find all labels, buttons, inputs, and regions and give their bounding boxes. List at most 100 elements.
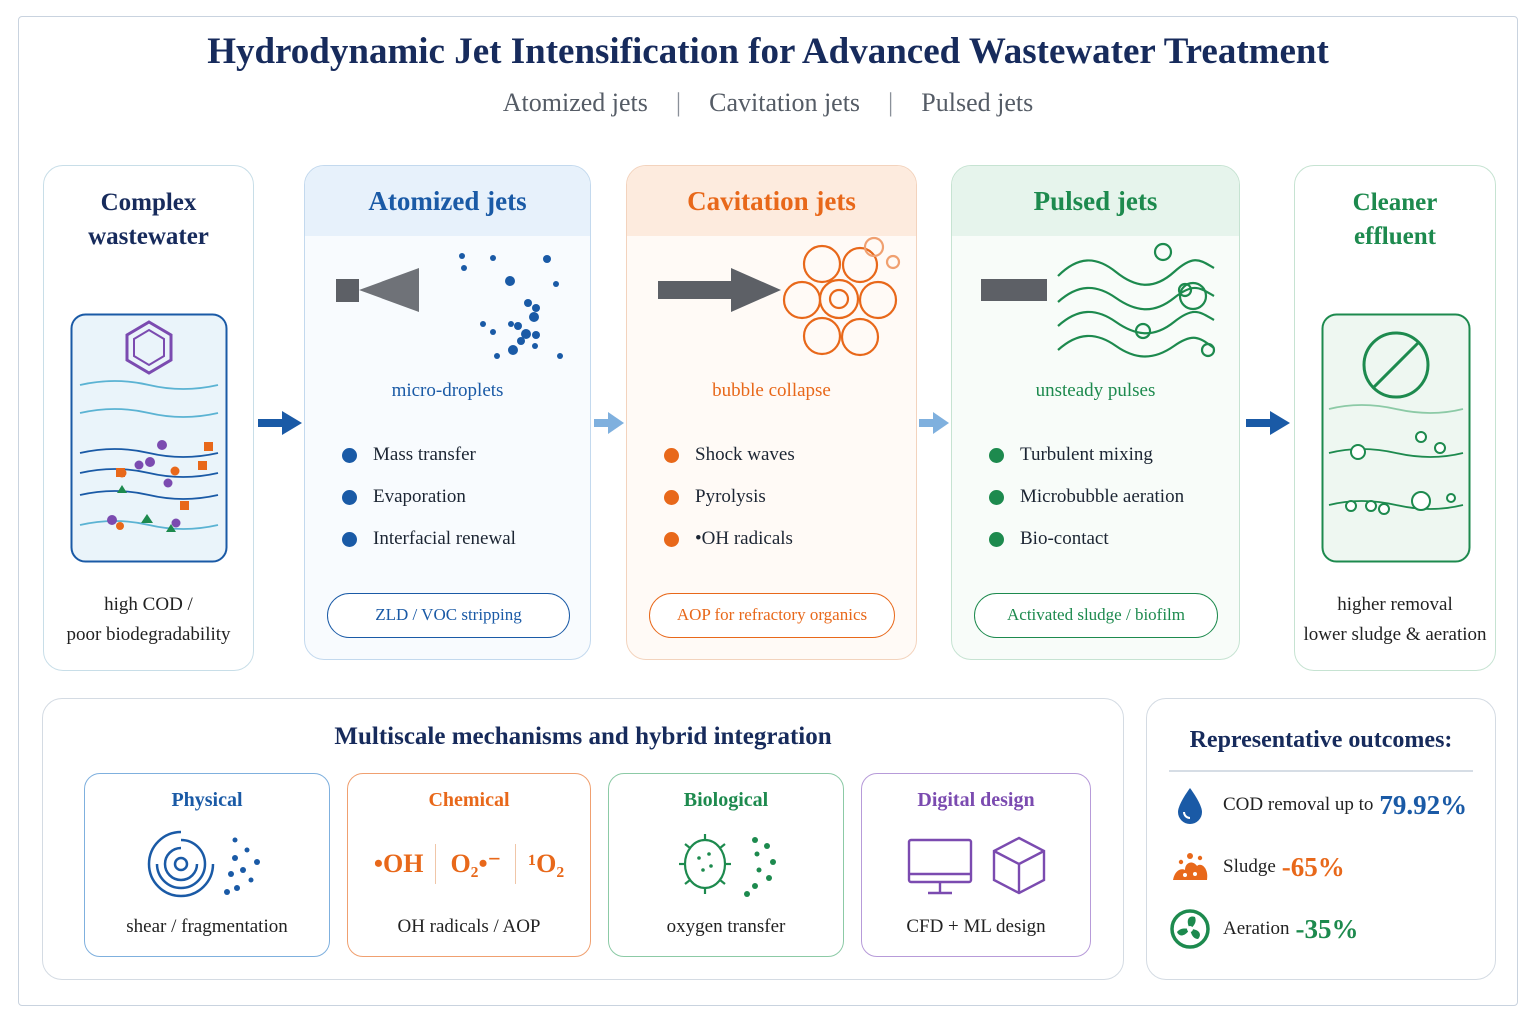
bullet-icon (989, 489, 1004, 505)
cavitation-title: Cavitation jets (687, 186, 856, 216)
card-caption: oxygen transfer (666, 916, 786, 937)
microbe-icon (679, 834, 776, 897)
biological-card: Biological oxygen transfer (608, 773, 844, 957)
output-title-line: Cleaner (1352, 189, 1438, 216)
effect-label: Bio-contact (1020, 528, 1109, 549)
card-title: Chemical (428, 789, 510, 811)
input-title-line: Complex (100, 189, 197, 216)
output-caption: higher removal lower sludge & aeration (1295, 590, 1495, 650)
atomized-header (305, 166, 590, 236)
list-item: Evaporation (342, 476, 516, 518)
flow-arrow-icon (258, 411, 302, 435)
output-title-line: effluent (1354, 223, 1436, 250)
list-item: Pyrolysis (664, 476, 795, 518)
output-caption-line: higher removal (1337, 594, 1453, 615)
bullet-icon (664, 489, 679, 505)
atomized-effects-list: Mass transfer Evaporation Interfacial re… (342, 434, 516, 560)
radical-oh: •OH (373, 849, 424, 878)
cavitation-bubbles-icon (658, 236, 901, 357)
outcome-sludge: Sludge -65% (1169, 845, 1345, 889)
radical-species: •OH O₂•⁻ ¹O₂ (348, 844, 590, 884)
divider (435, 844, 437, 884)
bullet-icon (664, 447, 679, 463)
effect-label: Pyrolysis (695, 486, 766, 507)
card-caption: shear / fragmentation (126, 916, 288, 937)
output-panel: Cleaner effluent higher removal lower sl… (1294, 165, 1496, 671)
cavitation-header (627, 166, 916, 236)
outcome-value: -65% (1281, 851, 1345, 882)
atomized-jets-panel: Atomized jets micro-droplets Mass transf… (304, 165, 591, 660)
outcome-cod: COD removal up to 79.92% (1169, 783, 1467, 827)
wastewater-tank-icon (70, 313, 228, 563)
input-title-line: wastewater (88, 223, 209, 250)
atomizer-nozzle-icon (336, 253, 563, 359)
vortex-icon (147, 830, 260, 898)
mechanisms-panel: Multiscale mechanisms and hybrid integra… (42, 698, 1124, 980)
subtitle-separator: | (675, 88, 682, 117)
outcomes-title: Representative outcomes: (1189, 727, 1453, 753)
pulsed-header (952, 166, 1239, 236)
card-caption: OH radicals / AOP (397, 916, 541, 937)
cavitation-mechanism: bubble collapse (712, 380, 831, 401)
figure-frame (18, 16, 1518, 1006)
list-item: Interfacial renewal (342, 518, 516, 560)
list-item: Microbubble aeration (989, 476, 1184, 518)
pulsed-title: Pulsed jets (1033, 186, 1158, 216)
output-title: Cleaner effluent (1295, 186, 1495, 254)
card-title: Digital design (917, 789, 1035, 811)
computer-cube-icon (907, 836, 1046, 895)
subtitle-item: Cavitation jets (709, 88, 861, 117)
subtitle-separator: | (888, 88, 894, 117)
effect-label: Turbulent mixing (1020, 444, 1153, 465)
output-caption-line: lower sludge & aeration (1303, 624, 1487, 645)
cavitation-jets-panel: Cavitation jets bubble collapse Shock wa… (626, 165, 917, 660)
cavitation-effects-list: Shock waves Pyrolysis •OH radicals (664, 434, 795, 560)
list-item: •OH radicals (664, 518, 795, 560)
bullet-icon (342, 447, 357, 463)
effect-label: Microbubble aeration (1020, 486, 1185, 507)
card-caption: CFD + ML design (906, 916, 1046, 937)
effect-label: Evaporation (373, 486, 466, 507)
effect-label: Shock waves (695, 444, 795, 465)
outcome-label: Aeration (1223, 918, 1290, 939)
outcome-label: COD removal up to (1223, 794, 1374, 815)
pulsed-effects-list: Turbulent mixing Microbubble aeration Bi… (989, 434, 1184, 560)
list-item: Shock waves (664, 434, 795, 476)
list-item: Mass transfer (342, 434, 516, 476)
outcome-value: 79.92% (1379, 789, 1468, 820)
atomized-title: Atomized jets (368, 186, 527, 216)
outcome-label: Sludge (1223, 856, 1276, 877)
singlet-oxygen: ¹O₂ (528, 849, 565, 878)
radical-superoxide: O₂•⁻ (450, 849, 502, 878)
bullet-icon (664, 531, 679, 547)
input-panel: Complex wastewater high COD / poor biode… (43, 165, 254, 671)
effect-label: Mass transfer (373, 444, 476, 465)
outcome-aeration: Aeration -35% (1169, 907, 1358, 951)
cavitation-application-badge: AOP for refractory organics (649, 593, 895, 638)
fan-icon (1170, 909, 1210, 949)
physical-card: Physical shear / fragmentation (84, 773, 330, 957)
input-caption-line: poor biodegradability (66, 624, 231, 645)
sludge-icon (1173, 853, 1208, 880)
atomized-application-badge: ZLD / VOC stripping (327, 593, 570, 638)
flow-arrow-icon (1246, 411, 1290, 435)
bullet-icon (342, 531, 357, 547)
clean-water-tank-icon (1321, 313, 1471, 563)
divider (515, 844, 517, 884)
chemical-card: Chemical •OH O₂•⁻ ¹O₂ OH radicals / AOP (347, 773, 591, 957)
pulsed-waves-icon (981, 242, 1216, 358)
subtitle-item: Pulsed jets (921, 88, 1034, 117)
flow-arrow-icon (919, 412, 949, 434)
flow-arrow-icon (594, 412, 624, 434)
divider (1169, 770, 1473, 772)
outcome-value: -35% (1295, 913, 1359, 944)
input-caption-line: high COD / (104, 594, 193, 615)
bullet-icon (342, 489, 357, 505)
figure-subtitle: Atomized jets|Cavitation jets|Pulsed jet… (0, 88, 1536, 118)
effect-label: Interfacial renewal (373, 528, 516, 549)
list-item: Bio-contact (989, 518, 1184, 560)
pulsed-mechanism: unsteady pulses (1035, 380, 1156, 401)
card-title: Physical (171, 789, 243, 811)
bullet-icon (989, 447, 1004, 463)
input-title: Complex wastewater (44, 186, 253, 254)
